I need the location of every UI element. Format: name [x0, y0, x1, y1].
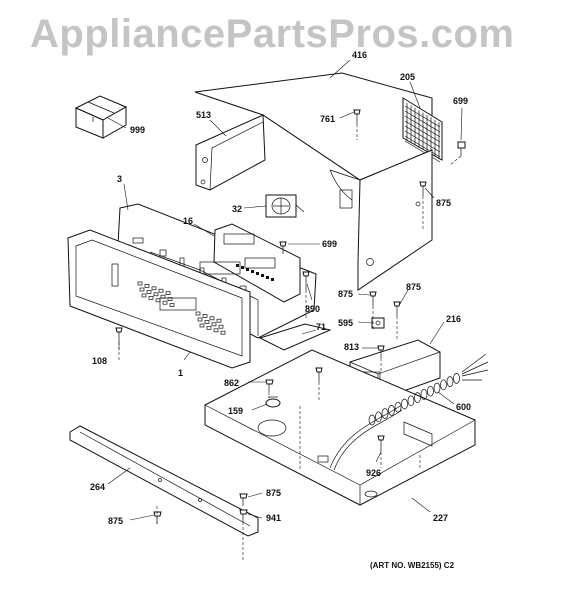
thermal-switch-part: [265, 396, 281, 408]
callout-16: 16: [183, 216, 193, 226]
box-999-part: [74, 95, 128, 139]
fan-motor-part: [265, 194, 305, 218]
chassis-right-part: [329, 149, 433, 291]
leader-lines: [107, 59, 463, 521]
callout-761: 761: [320, 114, 335, 124]
screw-875-mid: [369, 291, 377, 306]
callout-890: 890: [305, 304, 320, 314]
screw-875-top: [419, 181, 427, 196]
assembly-guides: [118, 124, 462, 560]
callout-875-b: 875: [338, 289, 353, 299]
vent-grille-part: [402, 97, 443, 163]
screw-875-left: [153, 511, 162, 524]
screw-699-top: [457, 141, 466, 156]
callout-1: 1: [178, 368, 183, 378]
callout-813: 813: [344, 342, 359, 352]
callout-875-c: 875: [406, 282, 421, 292]
callout-595: 595: [338, 318, 353, 328]
callout-999: 999: [130, 125, 145, 135]
callout-699: 699: [453, 96, 468, 106]
wire-harness-part: [317, 353, 489, 471]
callout-216: 216: [446, 314, 461, 324]
front-control-panel-part: [67, 229, 251, 369]
trim-rail-part: [69, 425, 259, 537]
control-board-part: [199, 223, 301, 303]
callout-600: 600: [456, 402, 471, 412]
callout-941: 941: [266, 513, 281, 523]
screw-875-bottom: [239, 493, 248, 506]
callout-108: 108: [92, 356, 107, 366]
screw-frame-mid: [315, 367, 323, 382]
clip-595: [371, 317, 385, 329]
screw-108: [115, 327, 123, 342]
screw-875-right: [393, 301, 401, 316]
callout-875: 875: [436, 198, 451, 208]
callout-32: 32: [232, 204, 242, 214]
screw-761: [353, 109, 361, 124]
screw-890: [302, 271, 310, 290]
screw-941: [239, 509, 248, 522]
callout-227: 227: [433, 513, 448, 523]
callout-875-d: 875: [266, 488, 281, 498]
side-bracket-513-part: [195, 114, 266, 191]
callout-205: 205: [400, 72, 415, 82]
callout-875-e: 875: [108, 516, 123, 526]
insulation-strip-part: [258, 323, 332, 351]
screw-813: [377, 345, 385, 358]
art-number: (ART NO. WB2155) C2: [370, 561, 455, 570]
callout-264: 264: [90, 482, 105, 492]
callout-926: 926: [366, 468, 381, 478]
screw-862: [265, 379, 274, 392]
bottom-plate-part: [204, 349, 476, 506]
callout-159: 159: [228, 406, 243, 416]
callout-513: 513: [196, 110, 211, 120]
fasteners: [115, 109, 466, 524]
callout-labels: 416 205 699 999 513 761 3 875 16 32 699 …: [90, 50, 471, 526]
callout-862: 862: [224, 378, 239, 388]
callout-699-b: 699: [322, 239, 337, 249]
callout-416: 416: [352, 50, 367, 60]
screw-926: [377, 435, 385, 452]
callout-3: 3: [117, 174, 122, 184]
screw-699-mid: [279, 241, 287, 254]
callout-71: 71: [316, 322, 326, 332]
watermark: AppliancePartsPros.com: [30, 12, 515, 56]
